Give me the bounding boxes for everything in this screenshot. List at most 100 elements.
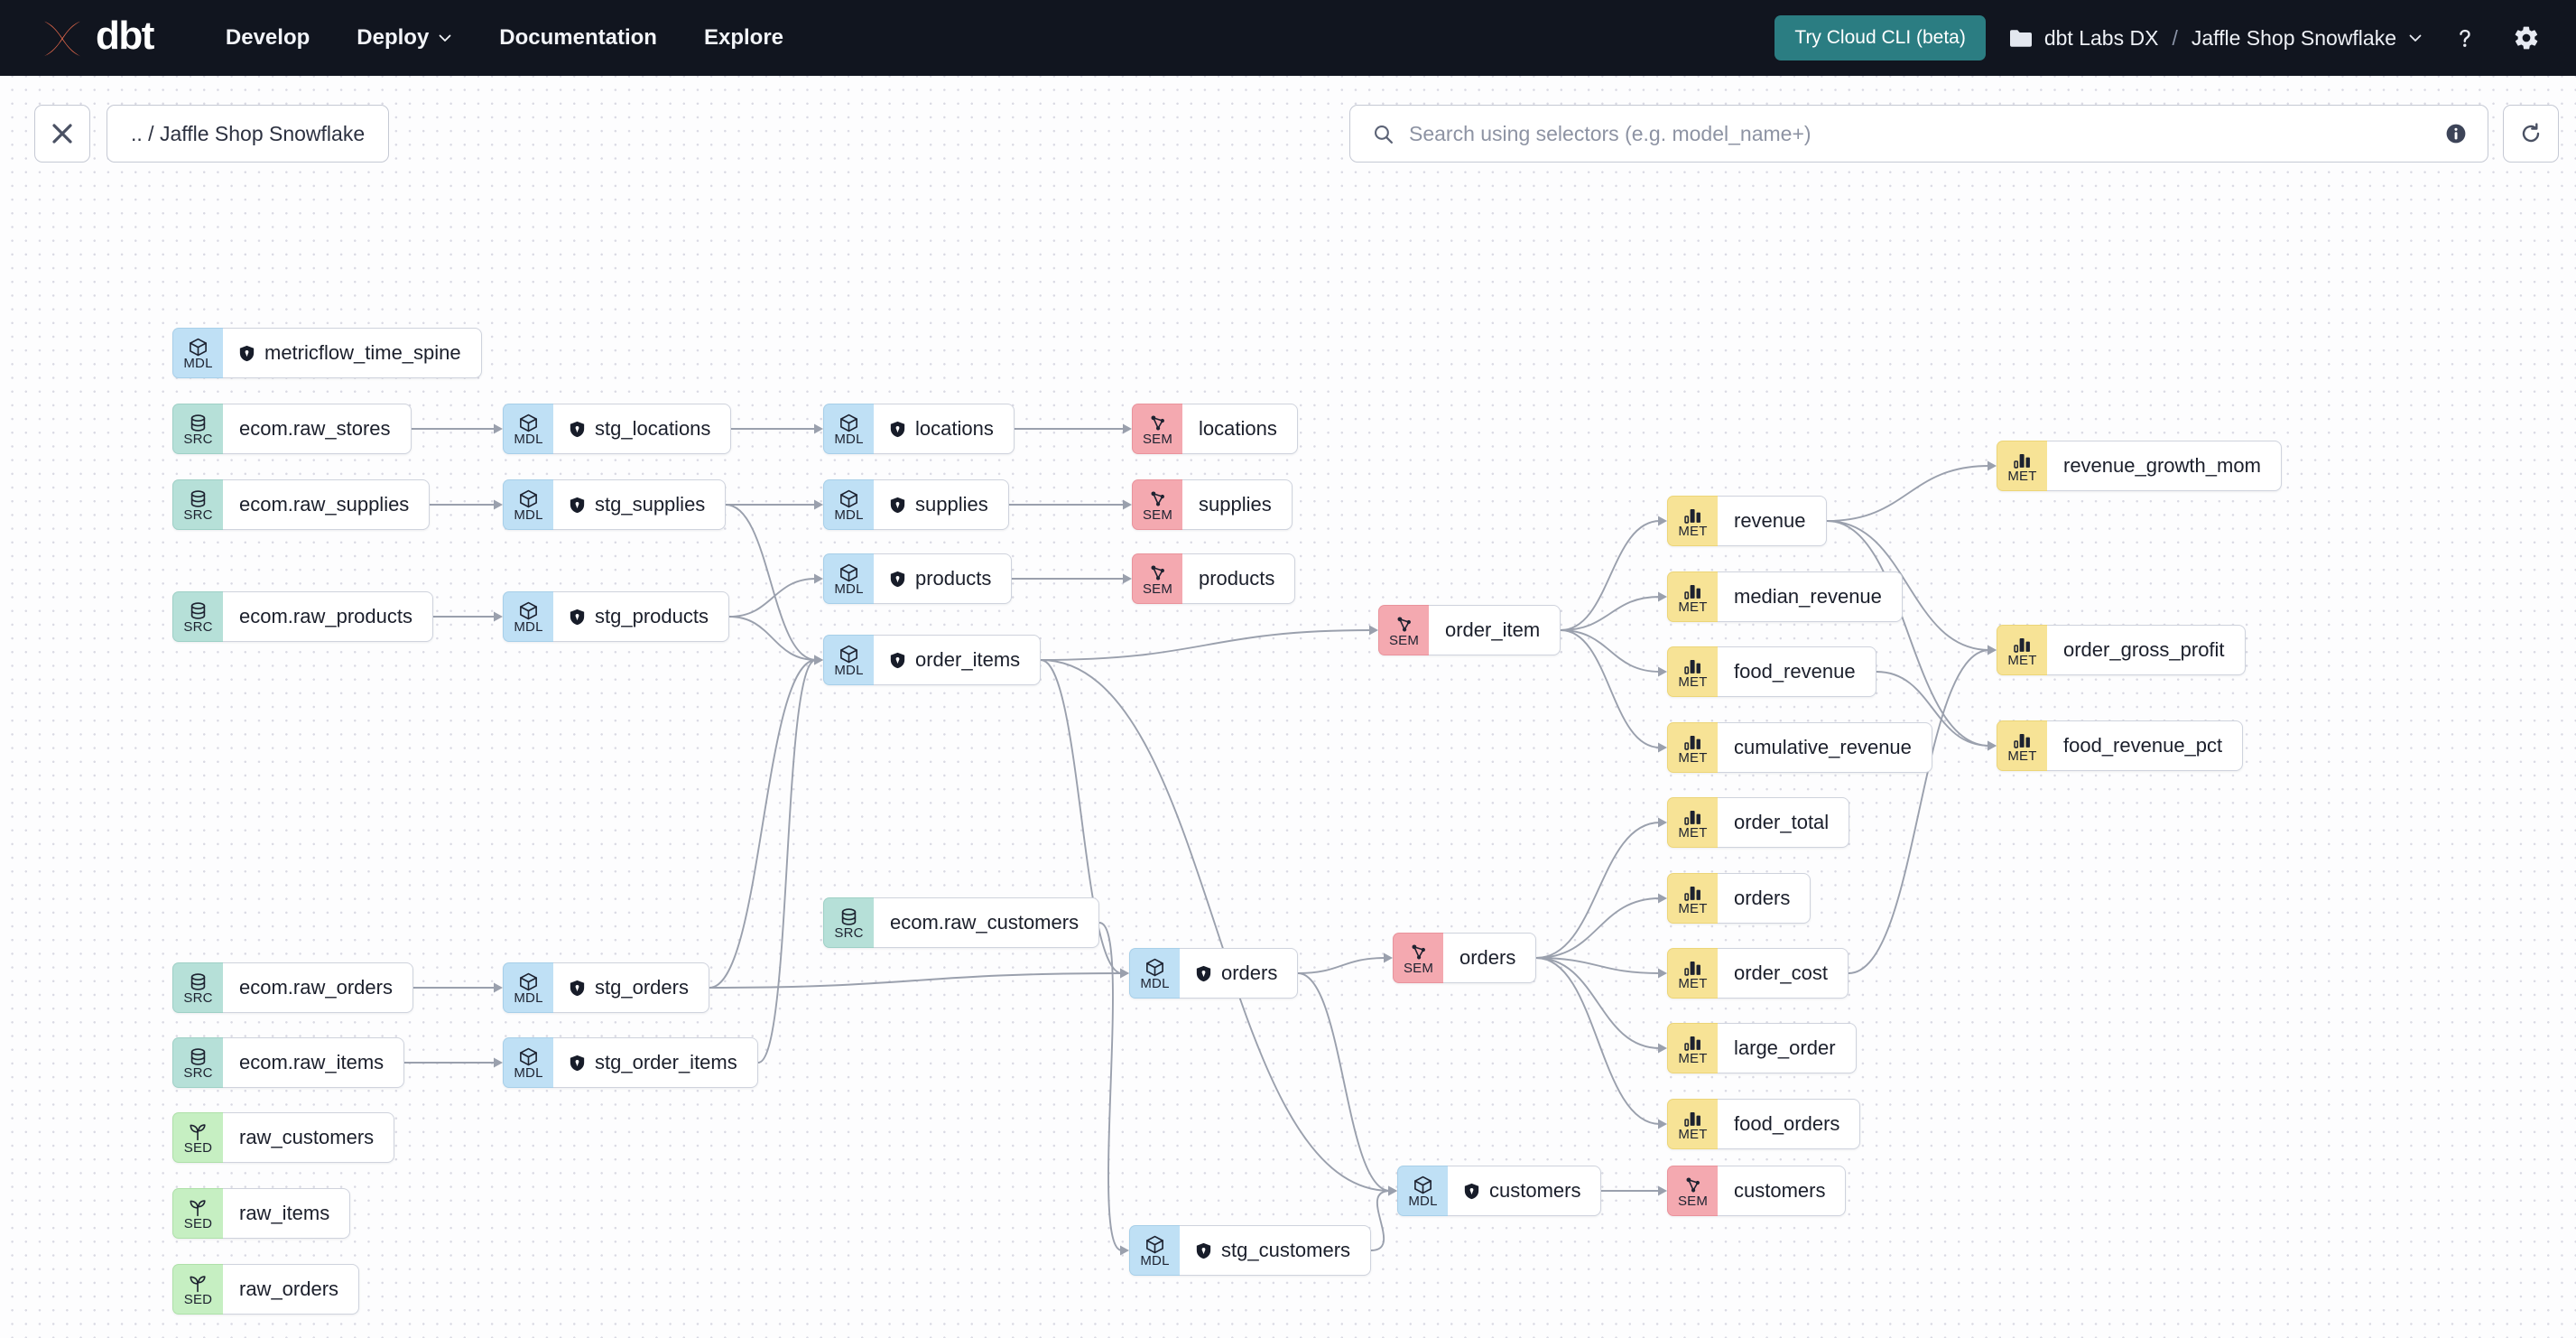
node-body: food_orders — [1718, 1099, 1861, 1149]
selector-search-box[interactable] — [1349, 105, 2488, 163]
lineage-edge — [1826, 520, 1990, 747]
node-label: revenue_growth_mom — [2063, 454, 2261, 477]
nav-explore[interactable]: Explore — [681, 16, 807, 60]
nav-documentation[interactable]: Documentation — [476, 16, 681, 60]
help-button[interactable] — [2446, 19, 2484, 57]
node-body: revenue — [1718, 496, 1827, 546]
lineage-edge — [1370, 1190, 1391, 1251]
node-body: raw_orders — [223, 1264, 360, 1315]
info-circle-icon[interactable] — [2444, 122, 2468, 145]
lineage-edge-arrowhead — [1388, 1185, 1397, 1196]
node-type-badge-met: MET — [1997, 625, 2047, 675]
folder-icon — [2009, 30, 2032, 47]
node-body: ecom.raw_stores — [223, 404, 412, 454]
node-body: stg_order_items — [553, 1037, 758, 1088]
bar-chart-icon — [1682, 1032, 1703, 1052]
nav-deploy[interactable]: Deploy — [333, 16, 476, 60]
node-label: ecom.raw_items — [239, 1051, 385, 1073]
node-type-badge-mdl: MDL — [503, 404, 553, 454]
lineage-edge-arrowhead — [1123, 499, 1132, 510]
node-type-badge-mdl: MDL — [503, 1037, 553, 1088]
lineage-edge — [1848, 649, 1990, 974]
node-body: ecom.raw_supplies — [223, 479, 431, 530]
nav-develop[interactable]: Develop — [202, 16, 333, 60]
node-body: order_total — [1718, 797, 1850, 848]
shield-icon — [890, 571, 905, 587]
node-type-label: MDL — [514, 432, 543, 448]
cube-icon — [839, 562, 859, 582]
node-type-badge-mdl: MDL — [823, 635, 874, 685]
database-icon — [188, 413, 208, 432]
node-type-badge-sem: SEM — [1132, 479, 1182, 530]
graph-node-stg_customers[interactable]: MDL stg_customers — [1129, 1225, 1372, 1276]
cube-icon — [518, 488, 539, 508]
lineage-edge-arrowhead — [814, 655, 823, 665]
node-body: stg_products — [553, 591, 729, 642]
project-name: Jaffle Shop Snowflake — [2191, 25, 2396, 50]
search-input[interactable] — [1409, 121, 2430, 146]
close-icon — [52, 124, 72, 144]
breadcrumb[interactable]: .. / Jaffle Shop Snowflake — [107, 105, 390, 163]
node-type-label: SEM — [1677, 1194, 1709, 1210]
node-label: stg_customers — [1221, 1239, 1351, 1261]
lineage-edge-arrowhead — [494, 499, 503, 510]
bar-chart-icon — [1682, 655, 1703, 675]
node-type-badge-mdl: MDL — [1129, 1225, 1180, 1276]
account-project-selector[interactable]: dbt Labs DX / Jaffle Shop Snowflake — [2009, 26, 2423, 51]
close-lineage-button[interactable] — [34, 105, 90, 163]
settings-button[interactable] — [2507, 19, 2545, 57]
seedling-icon — [188, 1197, 208, 1217]
node-type-label: MDL — [514, 1065, 543, 1082]
try-cloud-cli-button[interactable]: Try Cloud CLI (beta) — [1774, 15, 1986, 60]
node-label: stg_supplies — [595, 493, 706, 516]
semantic-graph-icon — [1682, 1175, 1703, 1194]
node-type-label: SEM — [1142, 581, 1173, 598]
dbt-logo[interactable]: dbt — [38, 14, 154, 62]
refresh-button[interactable] — [2503, 105, 2559, 163]
node-type-badge-met: MET — [1667, 496, 1718, 546]
graph-node-stg_order_items[interactable]: MDL stg_order_items — [503, 1037, 758, 1088]
lineage-edge — [709, 972, 1123, 989]
node-body: customers — [1448, 1166, 1602, 1216]
lineage-edge — [1098, 922, 1123, 1251]
